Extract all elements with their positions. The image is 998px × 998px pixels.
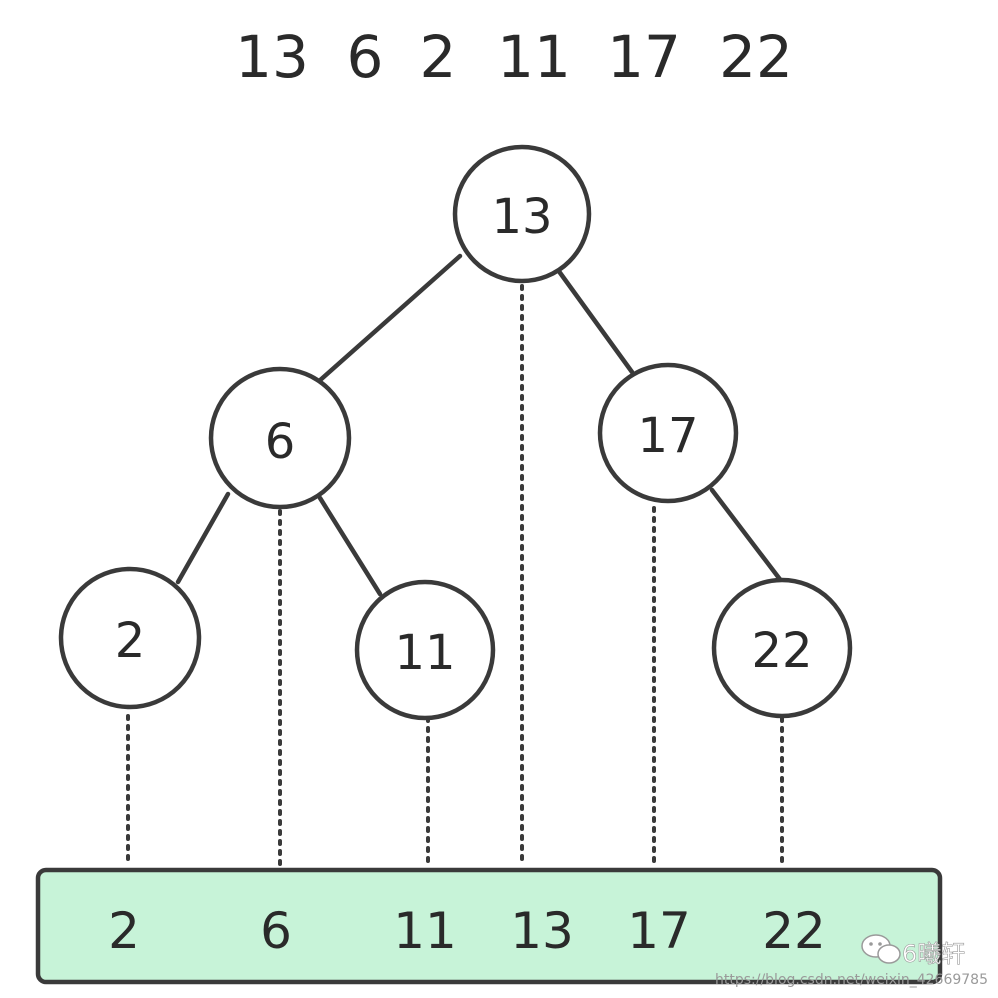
node-label: 17	[637, 408, 698, 464]
tree-edge-6-2	[175, 491, 231, 585]
tree-node-17: 17	[597, 362, 739, 504]
wechat-icon	[861, 934, 901, 964]
node-label: 13	[491, 189, 552, 245]
tree-node-22: 22	[711, 577, 853, 719]
tree-edge-6-11	[317, 495, 383, 597]
tree-node-6: 6	[208, 366, 352, 510]
array-cell: 11	[393, 902, 457, 960]
sequence-item: 13	[235, 23, 309, 91]
tree-node-13: 13	[452, 144, 592, 284]
array-cell: 6	[260, 902, 292, 960]
sequence-item: 22	[719, 23, 793, 91]
watermark-name: 6曦轩	[902, 940, 965, 968]
array-cell: 17	[627, 902, 691, 960]
sorted-array: 2 6 11 13 17 22	[35, 867, 943, 985]
tree-node-11: 11	[354, 579, 496, 721]
sequence-item: 6	[347, 23, 384, 91]
tree-edge-13-17	[555, 267, 635, 375]
array-cell: 22	[762, 902, 826, 960]
array-cell: 2	[108, 902, 140, 960]
node-label: 22	[751, 623, 812, 679]
projection-lines	[126, 284, 784, 866]
sequence-item: 17	[607, 23, 681, 91]
sorted-array-box	[35, 867, 943, 985]
tree-edge-17-22	[709, 487, 785, 585]
tree-node-2: 2	[58, 566, 202, 710]
tree-nodes: 13 6 17 2 11 22	[58, 144, 853, 721]
watermark: 6曦轩 https://blog.csdn.net/weixin_4266978…	[715, 934, 988, 988]
sequence-item: 2	[420, 23, 457, 91]
tree-edges	[175, 253, 785, 597]
node-label: 6	[265, 414, 296, 470]
input-sequence: 13 6 2 11 17 22	[235, 23, 793, 91]
node-label: 2	[115, 613, 146, 669]
node-label: 11	[394, 625, 455, 681]
array-cell: 13	[510, 902, 574, 960]
tree-edge-13-6	[315, 253, 463, 385]
sequence-item: 11	[497, 23, 571, 91]
watermark-url: https://blog.csdn.net/weixin_42669785	[715, 972, 988, 988]
